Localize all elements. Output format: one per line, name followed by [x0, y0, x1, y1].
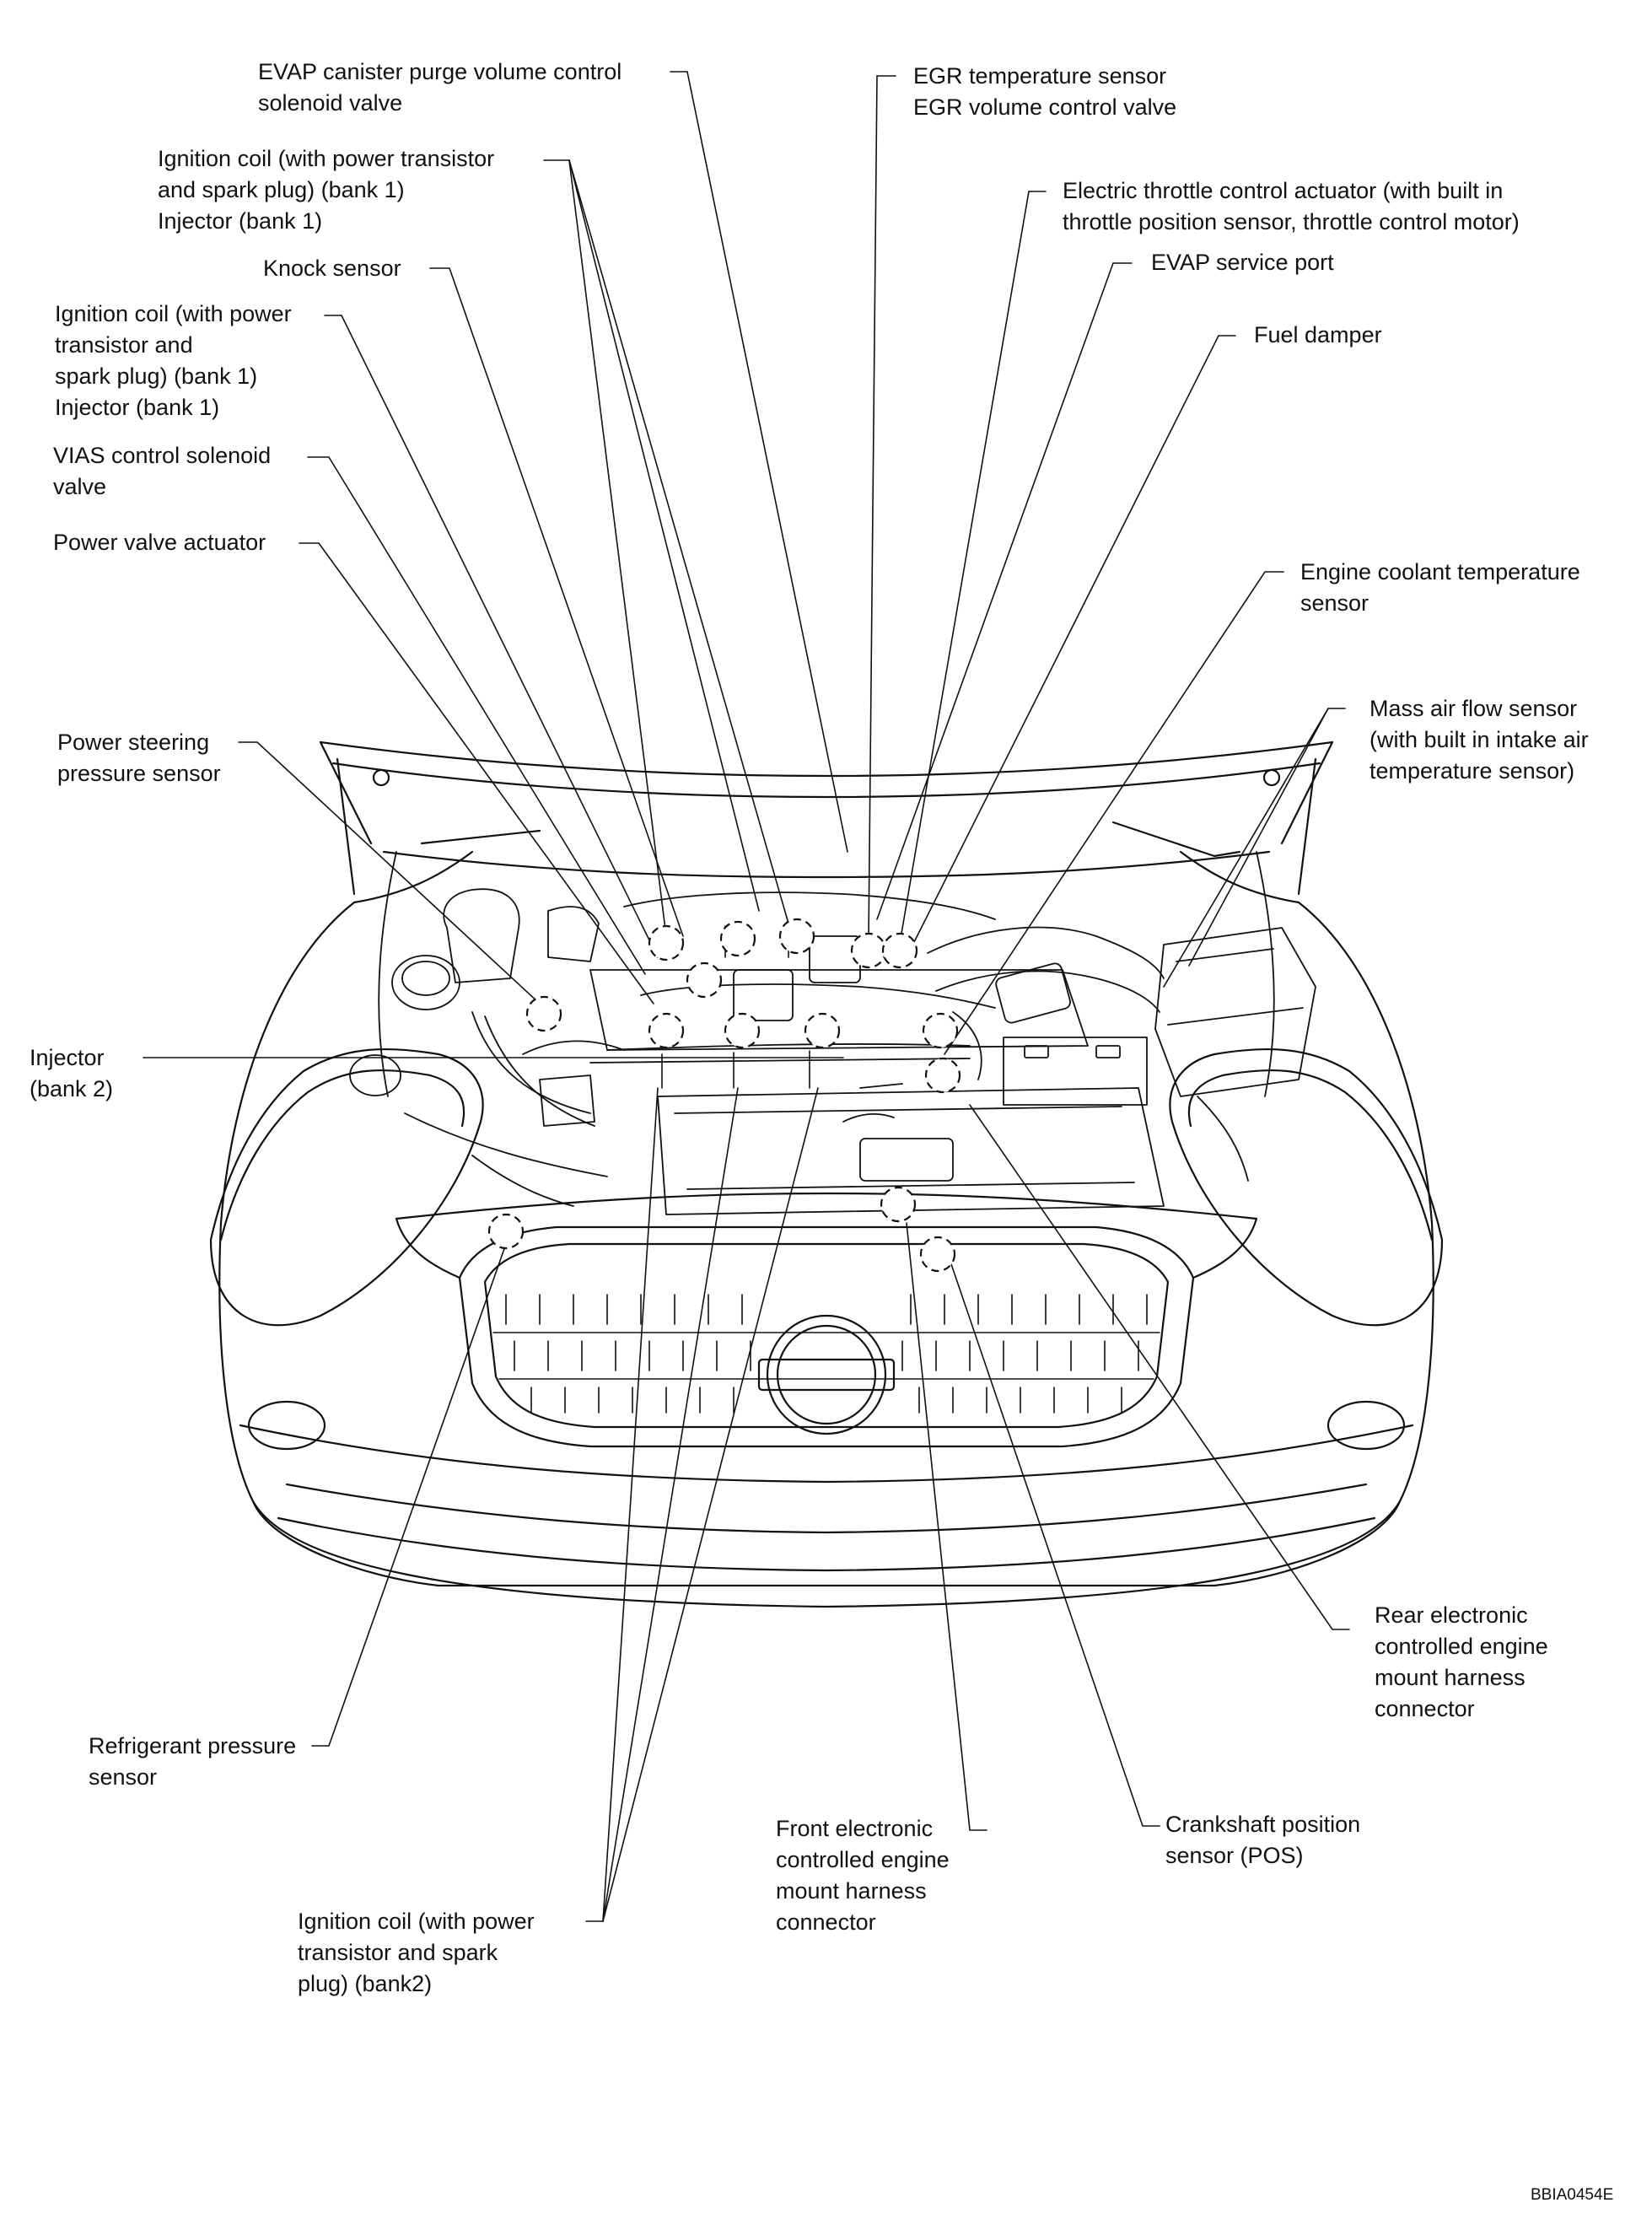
label-rear-mount-connector: Rear electronic controlled engine mount …: [1375, 1600, 1548, 1725]
label-line: Injector (bank 1): [158, 208, 323, 234]
label-line: pressure sensor: [57, 761, 221, 786]
label-line: plug) (bank2): [298, 1971, 433, 1996]
figure-code: BBIA0454E: [1531, 2186, 1614, 2204]
label-line: throttle position sensor, throttle contr…: [1063, 209, 1520, 234]
label-engine-coolant-sensor: Engine coolant temperature sensor: [1300, 557, 1580, 619]
label-line: Ignition coil (with power: [298, 1909, 535, 1934]
label-line: Ignition coil (with power: [55, 301, 292, 326]
label-line: Fuel damper: [1254, 322, 1382, 347]
label-line: Knock sensor: [263, 256, 401, 281]
label-line: connector: [1375, 1696, 1475, 1721]
label-egr: EGR temperature sensor EGR volume contro…: [913, 61, 1176, 123]
label-line: VIAS control solenoid: [53, 443, 272, 468]
label-line: controlled engine: [1375, 1634, 1548, 1659]
label-line: connector: [776, 1909, 876, 1935]
label-power-steering-sensor: Power steering pressure sensor: [57, 727, 221, 789]
label-front-mount-connector: Front electronic controlled engine mount…: [776, 1813, 950, 1938]
label-power-valve-actuator: Power valve actuator: [53, 527, 266, 558]
label-vias-control-solenoid: VIAS control solenoid valve: [53, 440, 271, 503]
label-line: controlled engine: [776, 1847, 950, 1872]
label-electric-throttle-actuator: Electric throttle control actuator (with…: [1063, 175, 1520, 238]
label-line: EVAP service port: [1151, 250, 1334, 275]
label-line: solenoid valve: [258, 90, 403, 116]
label-line: mount harness: [1375, 1665, 1526, 1690]
label-line: Power steering: [57, 730, 210, 755]
label-line: Engine coolant temperature: [1300, 559, 1580, 584]
label-line: Injector: [30, 1045, 105, 1070]
label-line: Injector (bank 1): [55, 395, 220, 420]
label-ignition-coil-bank1-a: Ignition coil (with power transistor and…: [158, 143, 494, 237]
label-line: Crankshaft position: [1165, 1812, 1361, 1837]
label-evap-canister-purge: EVAP canister purge volume control solen…: [258, 57, 622, 119]
label-line: EGR volume control valve: [913, 94, 1177, 120]
label-line: sensor: [89, 1764, 158, 1790]
label-line: Mass air flow sensor: [1369, 696, 1578, 721]
label-mass-air-flow-sensor: Mass air flow sensor (with built in inta…: [1369, 693, 1589, 787]
label-refrigerant-pressure-sensor: Refrigerant pressure sensor: [89, 1731, 296, 1793]
callout-markers: [487, 918, 961, 1273]
label-line: transistor and: [55, 332, 193, 358]
label-evap-service-port: EVAP service port: [1151, 247, 1334, 278]
label-line: mount harness: [776, 1878, 927, 1904]
label-crankshaft-position-sensor: Crankshaft position sensor (POS): [1165, 1809, 1360, 1871]
label-line: Rear electronic: [1375, 1602, 1528, 1628]
label-line: Ignition coil (with power transistor: [158, 146, 495, 171]
label-ignition-coil-bank2: Ignition coil (with power transistor and…: [298, 1906, 535, 2000]
engine-components: [349, 851, 1316, 1215]
label-line: EVAP canister purge volume control: [258, 59, 622, 84]
label-line: transistor and spark: [298, 1940, 498, 1965]
label-ignition-coil-bank1-b: Ignition coil (with power transistor and…: [55, 299, 292, 423]
label-line: Electric throttle control actuator (with…: [1063, 178, 1504, 203]
label-line: sensor (POS): [1165, 1843, 1304, 1868]
label-line: (with built in intake air: [1369, 727, 1589, 752]
label-line: EGR temperature sensor: [913, 63, 1167, 89]
leader-lines: [143, 71, 1350, 1922]
label-line: Refrigerant pressure: [89, 1733, 297, 1758]
label-knock-sensor: Knock sensor: [263, 253, 401, 284]
car-body: [209, 741, 1444, 1608]
label-line: Front electronic: [776, 1816, 934, 1841]
label-line: valve: [53, 474, 107, 499]
label-line: sensor: [1300, 590, 1369, 616]
label-fuel-damper: Fuel damper: [1254, 320, 1382, 351]
label-line: (bank 2): [30, 1076, 114, 1101]
label-injector-bank2: Injector (bank 2): [30, 1042, 113, 1105]
label-line: and spark plug) (bank 1): [158, 177, 405, 202]
label-line: spark plug) (bank 1): [55, 364, 258, 389]
label-line: temperature sensor): [1369, 758, 1575, 784]
label-line: Power valve actuator: [53, 530, 266, 555]
